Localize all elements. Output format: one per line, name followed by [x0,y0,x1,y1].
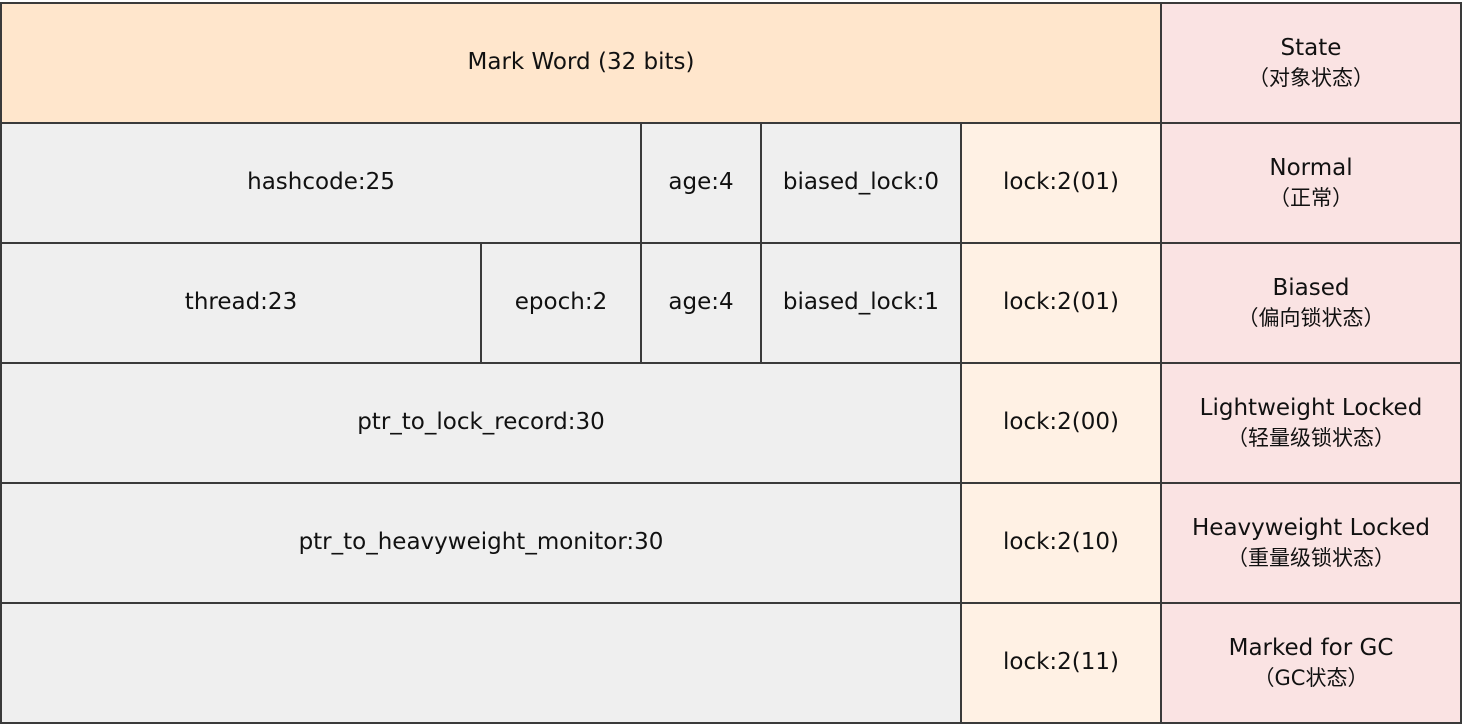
state-cell-heavyweight: Heavyweight Locked （重量级锁状态） [1160,482,1462,604]
field-label: biased_lock:0 [782,169,940,196]
lock-bits-label: lock:2(11) [1002,649,1120,676]
mark-word-header: Mark Word (32 bits) [0,2,1162,124]
state-cell-biased: Biased （偏向锁状态） [1160,242,1462,364]
mark-word-title: Mark Word (32 bits) [467,49,695,76]
state-header: State （对象状态） [1160,2,1462,124]
field-label: ptr_to_lock_record:30 [357,409,605,436]
field-label: age:4 [668,289,734,316]
lock-bits-cell: lock:2(01) [960,122,1162,244]
lock-bits-label: lock:2(00) [1002,409,1120,436]
field-label: epoch:2 [514,289,608,316]
field-label: age:4 [668,169,734,196]
state-header-subtitle: （对象状态） [1248,66,1374,91]
lock-bits-cell: lock:2(01) [960,242,1162,364]
lock-bits-cell: lock:2(11) [960,602,1162,724]
field-age: age:4 [640,242,762,364]
field-label: biased_lock:1 [782,289,940,316]
field-ptr-to-heavyweight-monitor: ptr_to_heavyweight_monitor:30 [0,482,962,604]
field-ptr-to-lock-record: ptr_to_lock_record:30 [0,362,962,484]
state-sublabel: （重量级锁状态） [1227,546,1395,571]
lock-bits-label: lock:2(01) [1002,169,1120,196]
state-sublabel: （正常） [1269,186,1353,211]
field-label: ptr_to_heavyweight_monitor:30 [298,529,664,556]
field-biased-lock: biased_lock:0 [760,122,962,244]
state-label: Lightweight Locked [1199,395,1423,422]
state-label: Normal [1269,155,1353,182]
state-sublabel: （GC状态） [1253,666,1369,691]
lock-bits-cell: lock:2(00) [960,362,1162,484]
state-label: Biased [1272,275,1350,302]
state-cell-normal: Normal （正常） [1160,122,1462,244]
field-hashcode: hashcode:25 [0,122,642,244]
field-epoch: epoch:2 [480,242,642,364]
state-cell-gc: Marked for GC （GC状态） [1160,602,1462,724]
field-age: age:4 [640,122,762,244]
field-empty [0,602,962,724]
lock-bits-label: lock:2(10) [1002,529,1120,556]
state-header-title: State [1280,35,1342,62]
field-thread: thread:23 [0,242,482,364]
field-label: thread:23 [184,289,298,316]
lock-bits-label: lock:2(01) [1002,289,1120,316]
state-cell-lightweight: Lightweight Locked （轻量级锁状态） [1160,362,1462,484]
field-label: hashcode:25 [247,169,395,196]
state-label: Marked for GC [1228,635,1394,662]
field-biased-lock: biased_lock:1 [760,242,962,364]
state-sublabel: （轻量级锁状态） [1227,426,1395,451]
lock-bits-cell: lock:2(10) [960,482,1162,604]
state-label: Heavyweight Locked [1192,515,1430,542]
state-sublabel: （偏向锁状态） [1237,306,1385,331]
